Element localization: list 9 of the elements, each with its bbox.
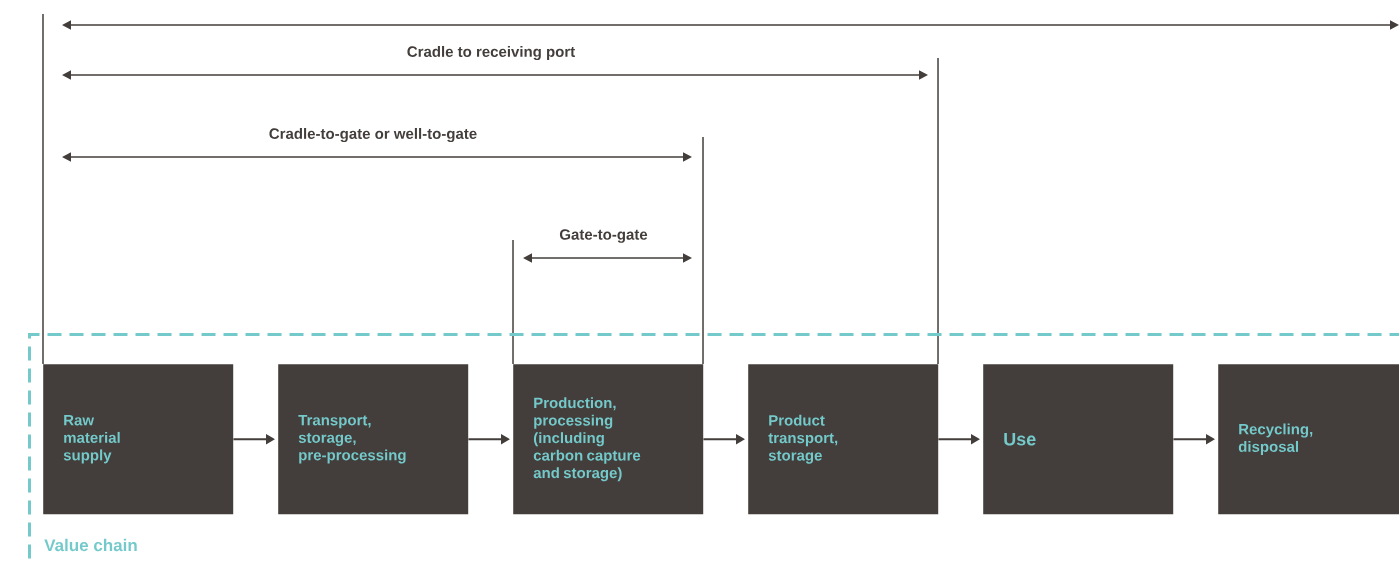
scope-label: Cradle to receiving port bbox=[407, 45, 575, 60]
process-box: Production, processing (including carbon capture and storage) bbox=[513, 364, 704, 515]
process-box: Recycling, disposal bbox=[1218, 364, 1399, 515]
scope-label: Cradle-to-gate or well-to-gate bbox=[269, 127, 477, 142]
process-box: Transport, storage, pre-processing bbox=[278, 364, 469, 515]
scope-label: Gate-to-gate bbox=[559, 229, 648, 243]
process-box: Product transport, storage bbox=[748, 364, 939, 515]
process-box: Use bbox=[983, 364, 1174, 515]
process-box: Raw material supply bbox=[43, 364, 234, 515]
